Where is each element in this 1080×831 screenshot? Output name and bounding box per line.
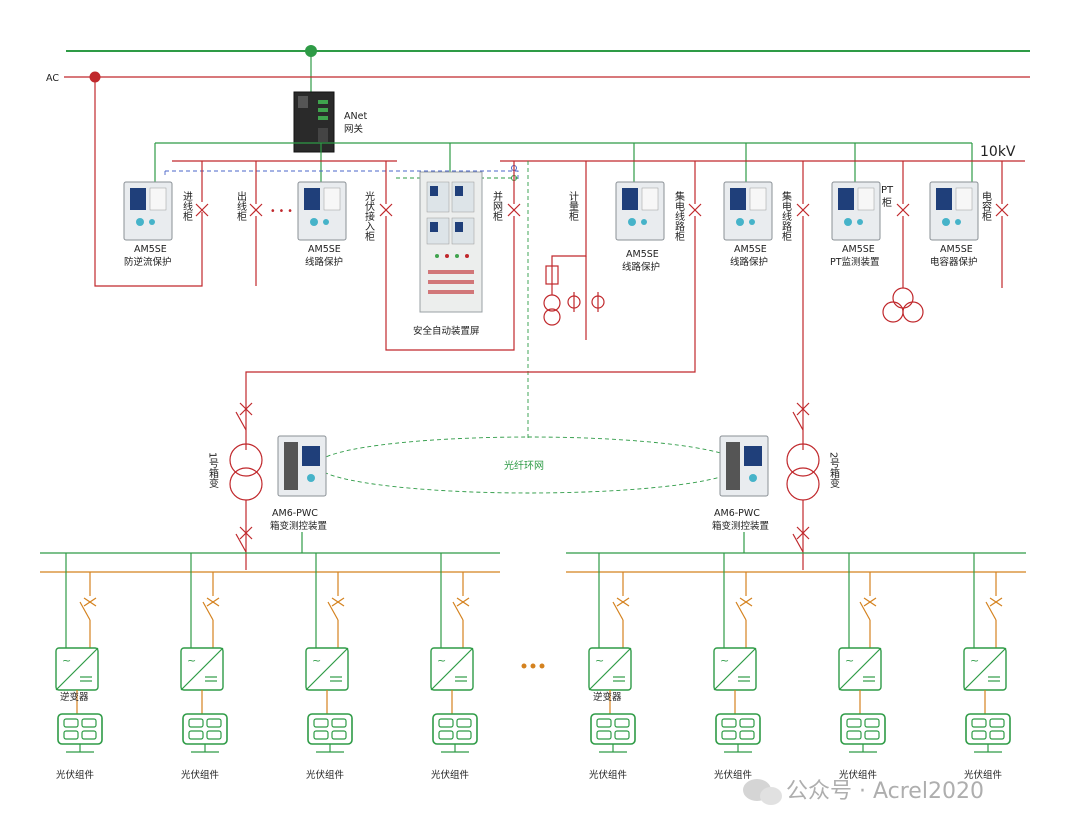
- pv-branch: ~: [180, 553, 228, 753]
- am5se-device: [297, 181, 347, 241]
- pv-panel-icon: [182, 713, 228, 753]
- label-collector-2: 集电线路柜: [780, 190, 792, 242]
- pv-branch: ~: [963, 553, 1011, 753]
- pv-panel-icon: [307, 713, 353, 753]
- am5se-function: 电容器保护: [930, 256, 978, 268]
- am6-pwc-function: 箱变测控装置: [712, 520, 769, 532]
- pv-label: 光伏组件: [431, 769, 470, 781]
- svg-text:~: ~: [437, 654, 446, 667]
- am5se-model: AM5SE: [842, 244, 875, 255]
- am5se-device: [615, 181, 665, 241]
- svg-text:集电线路柜: 集电线路柜: [673, 190, 685, 242]
- svg-text:~: ~: [595, 654, 604, 667]
- label-outgoing: 出线柜: [235, 190, 247, 222]
- am6-pwc-device: [719, 435, 769, 497]
- label-collector-1: 集电线路柜: [673, 190, 685, 242]
- pv-branch: ~: [55, 553, 103, 753]
- label-pt-top: PT: [881, 185, 894, 196]
- pv-label: 光伏组件: [964, 769, 1003, 781]
- am5se-model: AM5SE: [940, 244, 973, 255]
- svg-text:~: ~: [720, 654, 729, 667]
- am5se-device: [929, 181, 979, 241]
- ring-label: 光纤环网: [504, 459, 544, 472]
- svg-text:~: ~: [62, 654, 71, 667]
- am5se-model: AM5SE: [626, 249, 659, 260]
- pv-label: 光伏组件: [181, 769, 220, 781]
- pv-label: 光伏组件: [839, 769, 878, 781]
- watermark-text: 公众号 · Acrel2020: [786, 779, 984, 804]
- label-transformer-2: 2号箱变: [828, 452, 840, 489]
- pv-panel-icon: [715, 713, 761, 753]
- am5se-model: AM5SE: [134, 244, 167, 255]
- pv-label: 光伏组件: [714, 769, 753, 781]
- am6-pwc-device: [277, 435, 327, 497]
- svg-text:进线柜: 进线柜: [181, 191, 193, 222]
- 10kv-label: 10kV: [980, 144, 1016, 160]
- svg-text:光伏接入柜: 光伏接入柜: [363, 190, 375, 242]
- am5se-device: [123, 181, 173, 241]
- svg-text:1号箱变: 1号箱变: [207, 452, 219, 489]
- svg-text:集电线路柜: 集电线路柜: [780, 190, 792, 242]
- label-metering: 计量柜: [567, 190, 579, 222]
- svg-text:并网柜: 并网柜: [491, 190, 503, 222]
- svg-text:~: ~: [970, 654, 979, 667]
- am5se-function: PT监测装置: [830, 256, 880, 268]
- gateway-label-2: 网关: [344, 123, 364, 135]
- label-incoming: 进线柜: [181, 191, 193, 222]
- pv-panel-icon: [965, 713, 1011, 753]
- am5se-device: [831, 181, 881, 241]
- am5se-model: AM5SE: [734, 244, 767, 255]
- svg-text:~: ~: [187, 654, 196, 667]
- pv-branch: ~: [713, 553, 761, 753]
- pv-branch: ~: [838, 553, 886, 753]
- ac-drop-line: [94, 77, 203, 287]
- svg-text:计量柜: 计量柜: [567, 190, 579, 222]
- gateway-label-1: ANet: [344, 111, 367, 122]
- pv-label: 光伏组件: [306, 769, 345, 781]
- svg-text:2号箱变: 2号箱变: [828, 452, 840, 489]
- am5se-function: 线路保护: [305, 256, 343, 268]
- dashed-link-blue: [165, 170, 519, 180]
- pv-branch: ~: [430, 553, 478, 753]
- pv-label: 光伏组件: [589, 769, 628, 781]
- pv-label: 光伏组件: [56, 769, 95, 781]
- label-pv-access: 光伏接入柜: [363, 190, 375, 242]
- label-transformer-1: 1号箱变: [207, 452, 219, 489]
- am5se-function: 防逆流保护: [124, 256, 172, 268]
- wechat-watermark-icon: [743, 779, 782, 805]
- label-pt-bottom: 柜: [882, 196, 892, 209]
- svg-text:~: ~: [312, 654, 321, 667]
- pv-panel-icon: [590, 713, 636, 753]
- safety-auto-device-screen: [419, 171, 483, 313]
- pt-transformer-symbol: [882, 287, 924, 323]
- am5se-function: 线路保护: [622, 261, 660, 273]
- am5se-device: [723, 181, 773, 241]
- ellipsis-dots: [521, 663, 545, 669]
- label-grid-tie: 并网柜: [491, 190, 503, 222]
- inverter-label: 逆变器: [593, 691, 622, 703]
- inverter-label: 逆变器: [60, 691, 89, 703]
- ac-label: AC: [46, 73, 59, 84]
- am5se-function: 线路保护: [730, 256, 768, 268]
- pv-branch: ~: [588, 553, 636, 753]
- am6-pwc-function: 箱变测控装置: [270, 520, 327, 532]
- pv-panel-icon: [57, 713, 103, 753]
- pv-branch: ~: [305, 553, 353, 753]
- label-capacitor: 电容柜: [980, 190, 992, 222]
- box-transformer-2: [786, 443, 820, 501]
- svg-text:出线柜: 出线柜: [235, 190, 247, 222]
- am6-pwc-model: AM6-PWC: [272, 508, 318, 519]
- box-transformer-1: [229, 443, 263, 501]
- pv-panel-icon: [432, 713, 478, 753]
- pv-panel-icon: [840, 713, 886, 753]
- svg-text:电容柜: 电容柜: [980, 190, 992, 222]
- anet-gateway: [293, 91, 335, 153]
- ellipsis-top: • • •: [270, 206, 293, 217]
- screen-label: 安全自动装置屏: [413, 325, 480, 337]
- am6-pwc-model: AM6-PWC: [714, 508, 760, 519]
- am5se-model: AM5SE: [308, 244, 341, 255]
- svg-text:~: ~: [845, 654, 854, 667]
